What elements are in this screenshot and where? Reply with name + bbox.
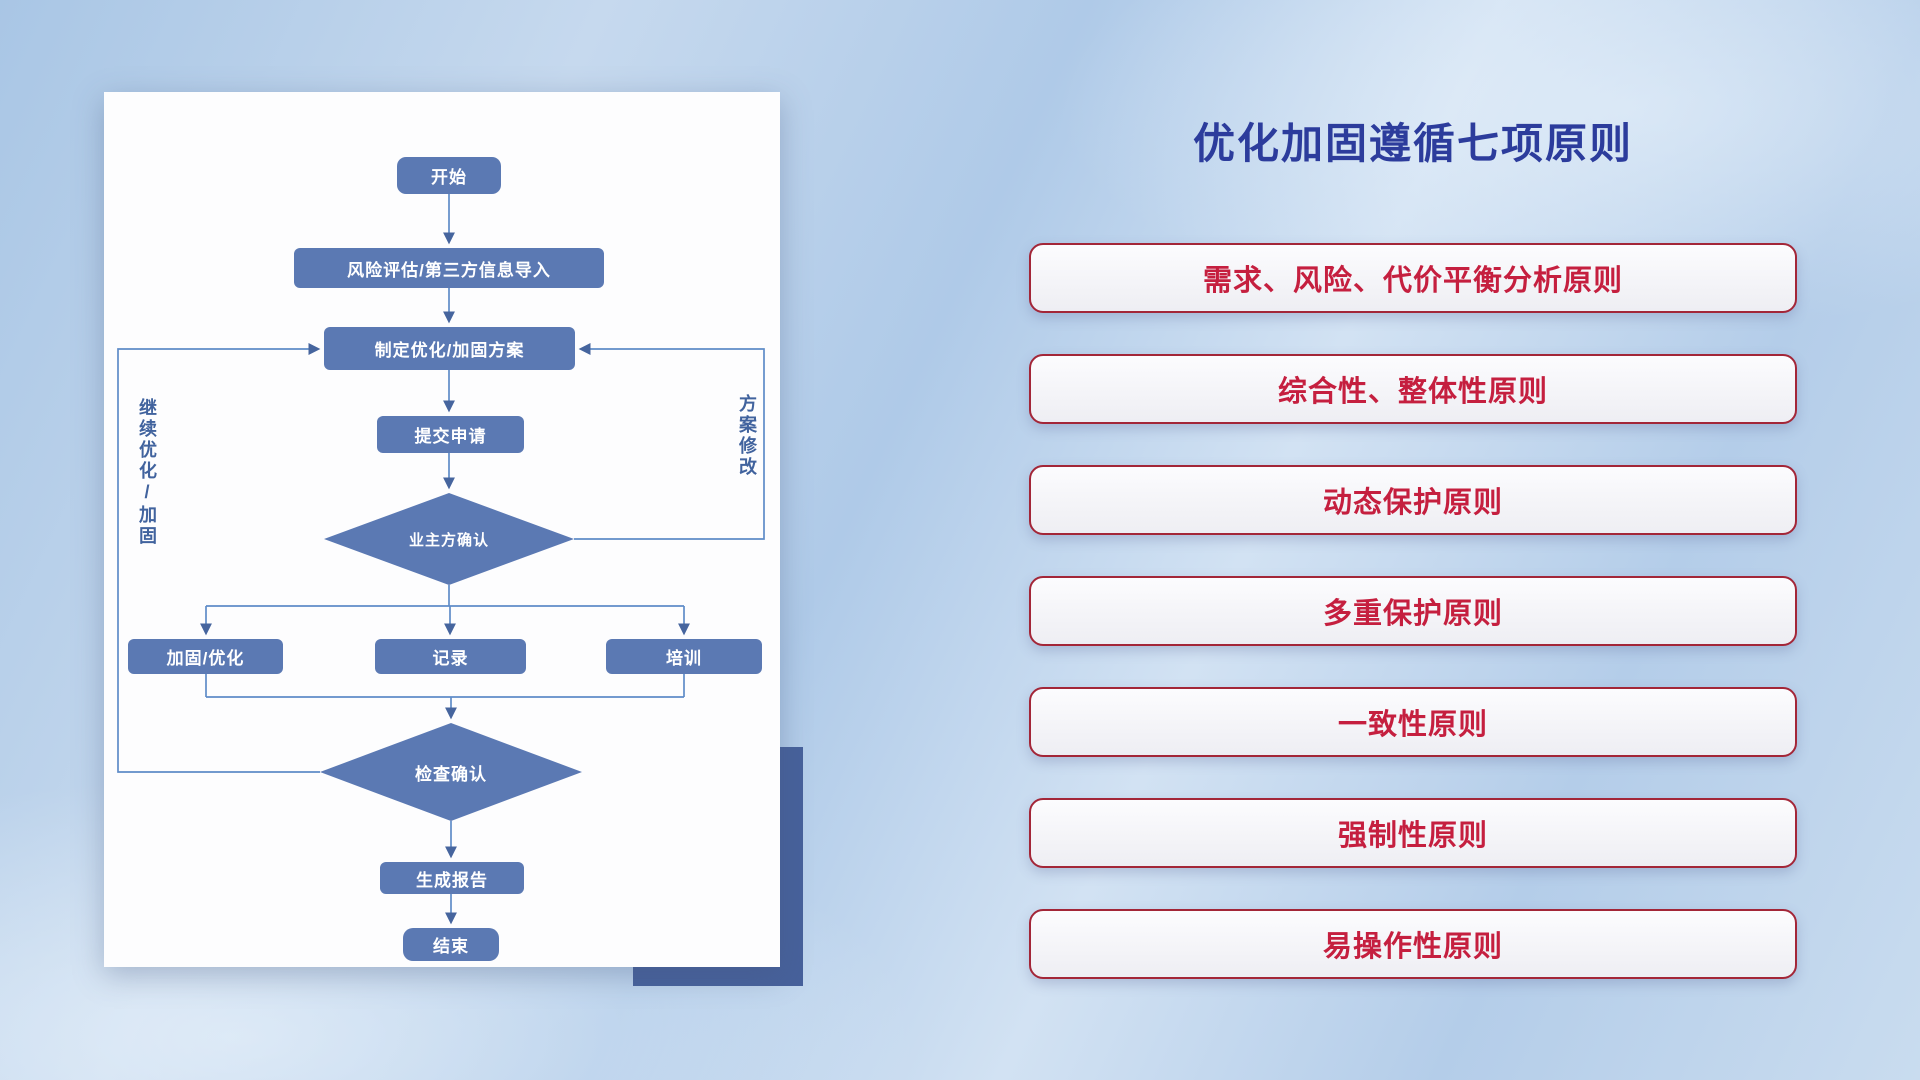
right-loop-label: 方案修改 [737,394,757,478]
flow-risk-import-node: 风险评估/第三方信息导入 [294,248,604,288]
flowchart-card: 开始 风险评估/第三方信息导入 制定优化/加固方案 提交申请 业主方确认 加固/… [104,92,780,967]
principle-item: 多重保护原则 [1029,576,1797,646]
flow-submit-node: 提交申请 [377,416,524,453]
flow-training-node: 培训 [606,639,762,674]
flow-report-node: 生成报告 [380,862,524,894]
principle-item: 强制性原则 [1029,798,1797,868]
flow-record-node: 记录 [375,639,526,674]
flow-end-node: 结束 [403,928,499,961]
principle-label: 需求、风险、代价平衡分析原则 [1202,265,1623,297]
principle-item: 动态保护原则 [1029,465,1797,535]
principle-label: 动态保护原则 [1322,487,1503,519]
page-title: 优化加固遵循七项原则 [1192,120,1633,167]
principle-item: 需求、风险、代价平衡分析原则 [1029,243,1797,313]
principle-label: 强制性原则 [1337,820,1488,852]
connector-lines [117,194,765,925]
flow-start-node: 开始 [397,157,501,194]
principle-label: 综合性、整体性原则 [1277,376,1548,408]
principle-label: 一致性原则 [1337,709,1488,741]
flowchart-connectors [117,194,765,925]
principle-item: 易操作性原则 [1029,909,1797,979]
left-loop-label: 继续优化/加固 [137,398,157,547]
principle-item: 一致性原则 [1029,687,1797,757]
principle-label: 多重保护原则 [1322,598,1503,630]
principles-list: 需求、风险、代价平衡分析原则 综合性、整体性原则 动态保护原则 多重保护原则 一… [1029,243,1797,979]
principle-item: 综合性、整体性原则 [1029,354,1797,424]
flow-reinforce-node: 加固/优化 [128,639,283,674]
principle-label: 易操作性原则 [1322,931,1503,963]
flow-plan-node: 制定优化/加固方案 [324,327,575,370]
